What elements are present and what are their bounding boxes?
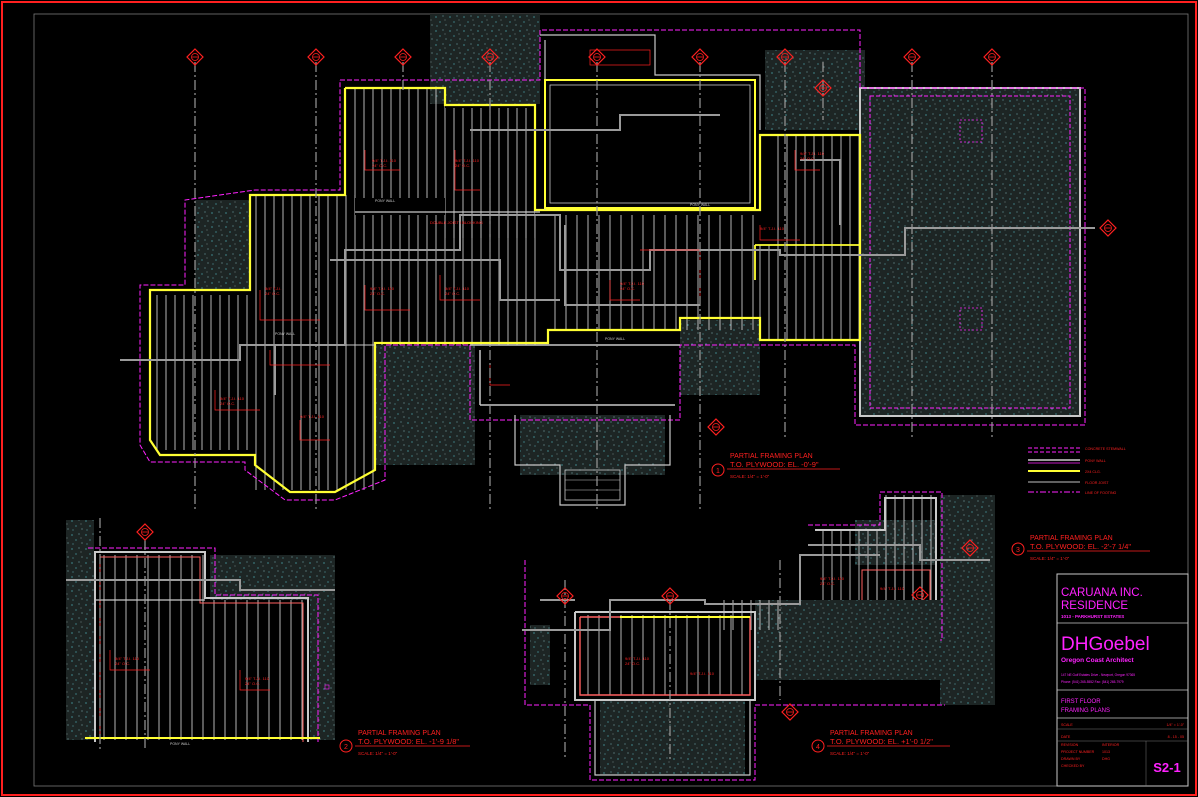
plan-4-number: 4	[816, 744, 820, 751]
svg-text:9/4" T.J.I. 110: 9/4" T.J.I. 110	[445, 286, 470, 291]
row-drawn-by-value: DHG	[1102, 757, 1110, 761]
project-name-line1: CARUANA INC.	[1061, 587, 1143, 599]
legend-item-floor-joist: FLOOR JOIST	[1085, 481, 1109, 485]
row-project-number-value: 1013	[1102, 750, 1110, 754]
svg-text:PONY WALL: PONY WALL	[170, 742, 190, 746]
svg-text:PONY WALL: PONY WALL	[375, 199, 395, 203]
plan-2-number: 2	[344, 744, 348, 751]
svg-text:9/4" T.J.I.: 9/4" T.J.I.	[265, 286, 281, 291]
svg-text:24" O.C.: 24" O.C.	[800, 156, 815, 161]
svg-text:PONY WALL: PONY WALL	[690, 203, 710, 207]
plan-2-scale: SCALE: 1/4" = 1'-0"	[358, 751, 398, 756]
row-date-label: DATE	[1061, 735, 1071, 739]
svg-text:9/4" T.J.I. 110: 9/4" T.J.I. 110	[690, 671, 715, 676]
svg-text:9/4" T.J.I. 110: 9/4" T.J.I. 110	[760, 226, 785, 231]
project-subtitle: 1013 - PARKHURST ESTATES	[1061, 614, 1124, 619]
svg-text:24" O.C.: 24" O.C.	[620, 286, 635, 291]
firm-phone: Phone: (541) 265-5552 Fax: (541) 265-797…	[1061, 680, 1124, 684]
row-date-value: 8 - 15 - 05	[1168, 735, 1184, 739]
plan-4-subtitle: T.O. PLYWOOD: EL. +1'-0 1/2"	[830, 737, 933, 746]
svg-text:24" O.C.: 24" O.C.	[245, 681, 260, 686]
row-drawn-by-label: DRAWN BY	[1061, 757, 1081, 761]
svg-text:9/4" T.J.I. 110: 9/4" T.J.I. 110	[245, 676, 270, 681]
plan-1-number: 1	[716, 468, 720, 475]
row-scale-label: SCALE	[1061, 723, 1073, 727]
plan-2-subtitle: T.O. PLYWOOD: EL. -1'-9 1/8"	[358, 737, 459, 746]
plan-3-scale: SCALE: 1/4" = 1'-0"	[1030, 556, 1070, 561]
svg-text:9/4" T.J.I. 110: 9/4" T.J.I. 110	[455, 158, 480, 163]
firm-address: 147 NE Gulf Estates Drive - Newport, Ore…	[1061, 673, 1135, 677]
svg-text:9/4" T.J.I. 110: 9/4" T.J.I. 110	[620, 281, 645, 286]
svg-text:PONY WALL: PONY WALL	[275, 332, 295, 336]
svg-text:9/4" T.J.I. 110: 9/4" T.J.I. 110	[820, 576, 845, 581]
row-revision-value: INTERIOR	[1102, 743, 1120, 747]
project-name-line2: RESIDENCE	[1061, 600, 1128, 612]
svg-text:9/4" T.J.I. 110: 9/4" T.J.I. 110	[300, 414, 325, 419]
plan-1-scale: SCALE: 1/4" = 1'-0"	[730, 474, 770, 479]
svg-text:24" O.C.: 24" O.C.	[115, 661, 130, 666]
row-project-number-label: PROJECT NUMBER	[1061, 750, 1095, 754]
row-checked-by-label: CHECKED BY	[1061, 764, 1085, 768]
svg-text:24" O.C.: 24" O.C.	[370, 291, 385, 296]
plan-1-subtitle: T.O. PLYWOOD: EL. -0'-9"	[730, 460, 819, 469]
svg-text:24" O.C.: 24" O.C.	[220, 401, 235, 406]
svg-text:9/4" T.J.I. 110: 9/4" T.J.I. 110	[115, 656, 140, 661]
plan-3-title: PARTIAL FRAMING PLAN	[1030, 535, 1113, 542]
svg-text:9/4" T.J.I. 110: 9/4" T.J.I. 110	[220, 396, 245, 401]
svg-text:9/4" T.J.I. 110: 9/4" T.J.I. 110	[800, 151, 825, 156]
svg-text:DOUBLE JOIST / BLOCKING: DOUBLE JOIST / BLOCKING	[430, 220, 483, 225]
legend: CONCRETE STEMWALL PONY WALL 2X4 CLG. FLO…	[1028, 447, 1126, 495]
firm-tagline: Oregon Coast Architect	[1061, 657, 1135, 664]
row-scale-value: 1/4" = 1'-0"	[1166, 723, 1184, 727]
plan-3-number: 3	[1016, 547, 1020, 554]
svg-text:24" O.C.: 24" O.C.	[372, 163, 387, 168]
svg-text:9/4" T.J.I. 110: 9/4" T.J.I. 110	[372, 158, 397, 163]
plan-2-caption: 2 PARTIAL FRAMING PLAN T.O. PLYWOOD: EL.…	[339, 730, 470, 756]
svg-text:24" O.C.: 24" O.C.	[820, 581, 835, 586]
svg-text:24" O.C.: 24" O.C.	[265, 291, 280, 296]
svg-text:24" O.C.: 24" O.C.	[625, 661, 640, 666]
plan-2-title: PARTIAL FRAMING PLAN	[358, 730, 441, 737]
row-revision-label: REVISION	[1061, 743, 1079, 747]
plan-4-scale: SCALE: 1/4" = 1'-0"	[830, 751, 870, 756]
legend-item-stemwall: CONCRETE STEMWALL	[1085, 447, 1126, 451]
drawing-frame	[33, 13, 1189, 787]
firm-logo: DHGoebel	[1061, 634, 1150, 655]
svg-text:9/4" T.J.I. 110: 9/4" T.J.I. 110	[880, 586, 905, 591]
plan-1-caption: 1 PARTIAL FRAMING PLAN T.O. PLYWOOD: EL.…	[711, 453, 840, 479]
plan-1-title: PARTIAL FRAMING PLAN	[730, 453, 813, 460]
plan-3-subtitle: T.O. PLYWOOD: EL. -2'-7 1/4"	[1030, 542, 1131, 551]
plan-3-caption: 3 PARTIAL FRAMING PLAN T.O. PLYWOOD: EL.…	[1011, 535, 1150, 561]
svg-text:24" O.C.: 24" O.C.	[445, 291, 460, 296]
plan-4-caption: 4 PARTIAL FRAMING PLAN T.O. PLYWOOD: EL.…	[811, 730, 950, 756]
sheet-number: S2-1	[1153, 760, 1180, 775]
plan-4-title: PARTIAL FRAMING PLAN	[830, 730, 913, 737]
title-block-rows: SCALE 1/4" = 1'-0" DATE 8 - 15 - 05 REVI…	[1057, 723, 1188, 768]
legend-item-pony-wall: PONY WALL	[1085, 459, 1106, 463]
legend-item-footing: LINE OF FOOTING	[1085, 491, 1117, 495]
legend-item-clg: 2X4 CLG.	[1085, 470, 1101, 474]
svg-text:24" O.C.: 24" O.C.	[455, 163, 470, 168]
svg-text:9/4" T.J.I. 110: 9/4" T.J.I. 110	[370, 286, 395, 291]
sheet-title-line2: FRAMING PLANS	[1061, 708, 1110, 714]
sheet-title-line1: FIRST FLOOR	[1061, 699, 1101, 705]
title-block: CARUANA INC. RESIDENCE 1013 - PARKHURST …	[1056, 573, 1189, 787]
svg-text:PONY WALL: PONY WALL	[605, 337, 625, 341]
svg-text:9/4" T.J.I. 110: 9/4" T.J.I. 110	[625, 656, 650, 661]
